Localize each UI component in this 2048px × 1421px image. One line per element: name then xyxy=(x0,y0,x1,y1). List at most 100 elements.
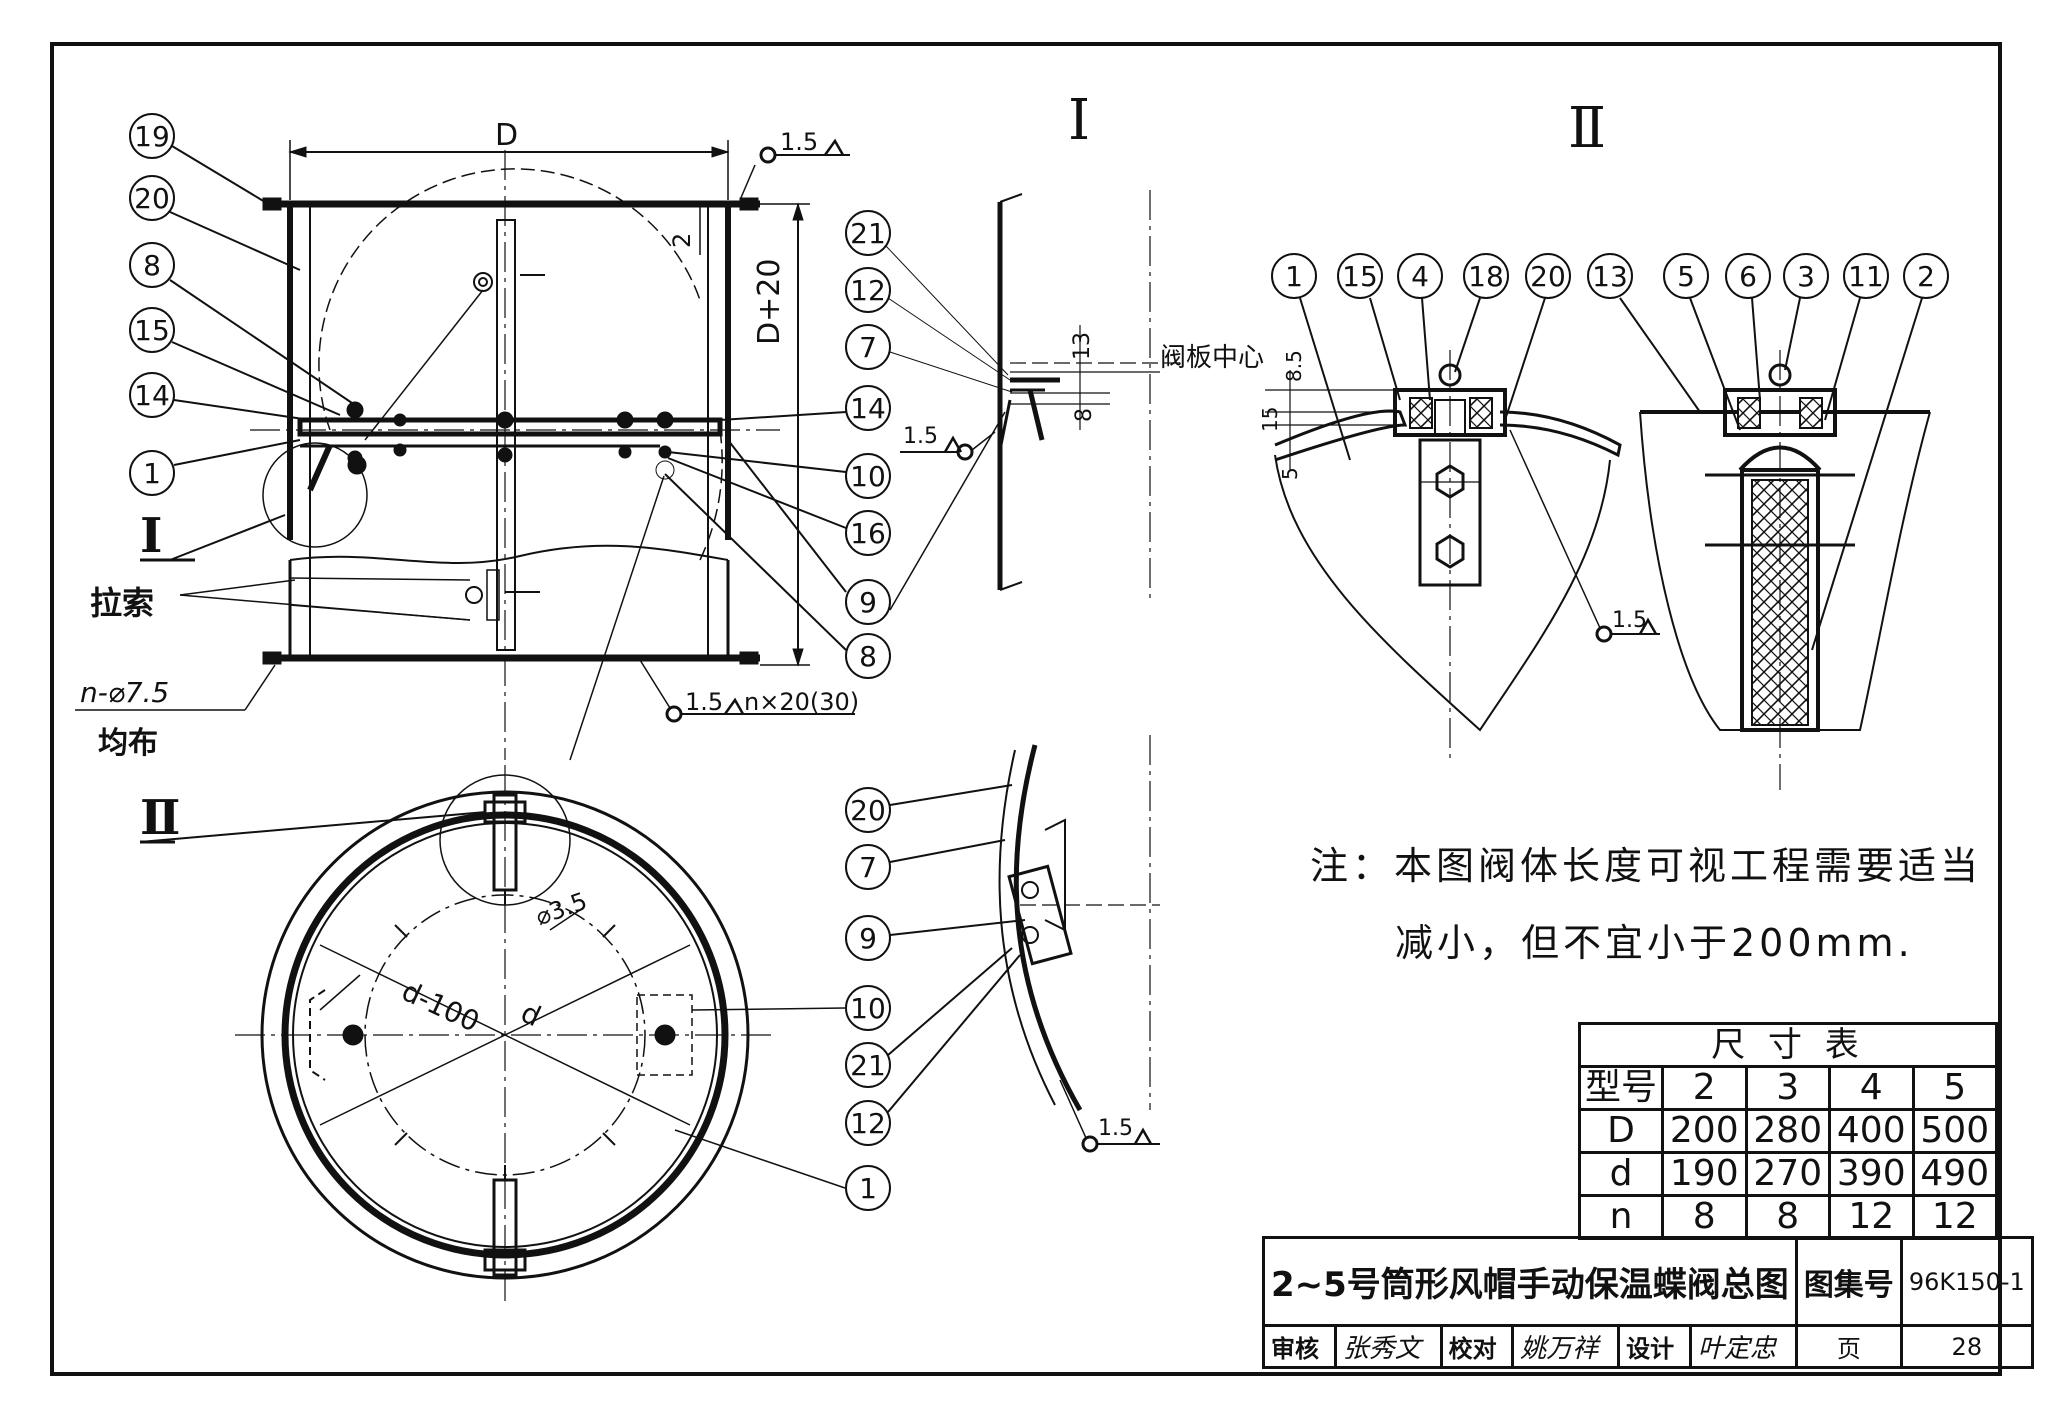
dim-8: 8 xyxy=(1072,408,1097,422)
balloon-15-top: 15 xyxy=(1342,260,1378,293)
checker-signature: 姚万祥 xyxy=(1511,1324,1621,1369)
table-cell: 390 xyxy=(1828,1151,1915,1197)
dim-8-5: 8.5 xyxy=(1282,350,1306,382)
dim-gap-2: 2 xyxy=(668,232,696,248)
balloons-left xyxy=(129,113,356,496)
plan-view xyxy=(139,765,891,1305)
note-line-1: 注：本图阀体长度可视工程需要适当 xyxy=(1310,844,1983,888)
table-cell: 500 xyxy=(1911,1108,1998,1154)
balloon-21-lower: 21 xyxy=(850,1049,886,1082)
table-cell: 8 xyxy=(1661,1194,1748,1240)
balloon-1: 1 xyxy=(143,457,161,490)
balloon-5-top: 5 xyxy=(1677,260,1695,293)
dim-D: D xyxy=(495,118,519,153)
balloon-14: 14 xyxy=(134,379,170,412)
weld-size-curved: 1.5 xyxy=(1098,1116,1133,1141)
balloon-16-right: 16 xyxy=(850,517,886,550)
size-table-title: 尺 寸 表 xyxy=(1578,1022,1998,1068)
weld-spec: n×20(30) xyxy=(744,688,860,716)
balloon-14-right: 14 xyxy=(850,392,886,425)
table-row: n 8 8 12 12 xyxy=(1578,1194,1998,1240)
drawing-title: 2~5号筒形风帽手动保温蝶阀总图 xyxy=(1262,1236,1798,1327)
table-cell: 5 xyxy=(1911,1065,1998,1111)
atlas-label: 图集号 xyxy=(1794,1236,1903,1327)
design-label: 设计 xyxy=(1617,1324,1692,1369)
size-table-header: 型号 2 3 4 5 xyxy=(1578,1065,1998,1111)
table-cell: 4 xyxy=(1828,1065,1915,1111)
table-cell: 型号 xyxy=(1578,1065,1664,1111)
table-cell: 490 xyxy=(1911,1151,1998,1197)
size-table: 尺 寸 表 型号 2 3 4 5 D 200 280 400 500 d 190… xyxy=(1578,1022,1998,1240)
balloon-19: 19 xyxy=(134,120,170,153)
table-cell: 400 xyxy=(1828,1108,1915,1154)
table-cell: 3 xyxy=(1744,1065,1831,1111)
balloon-10-right: 10 xyxy=(850,460,886,493)
balloon-20-lower: 20 xyxy=(850,794,886,827)
balloon-1-top: 1 xyxy=(1285,260,1303,293)
balloon-1-lower: 1 xyxy=(859,1172,877,1205)
weld-size-detail-II: 1.5 xyxy=(1612,608,1647,633)
table-row: D 200 280 400 500 xyxy=(1578,1108,1998,1154)
holes-spec: n-⌀7.5 xyxy=(80,676,170,709)
weld-size-bottom: 1.5 xyxy=(685,688,724,716)
balloon-15: 15 xyxy=(134,314,170,347)
designer-signature: 叶定忠 xyxy=(1688,1324,1798,1369)
valve-center-label: 阀板中心 xyxy=(1160,343,1265,373)
sheet-border xyxy=(50,42,2002,1376)
balloon-11-top: 11 xyxy=(1848,260,1884,293)
detail-II-drawing xyxy=(1265,253,1949,790)
balloon-20: 20 xyxy=(134,182,170,215)
dim-13: 13 xyxy=(1070,332,1095,360)
balloon-12-lower: 12 xyxy=(850,1107,886,1140)
table-cell: 200 xyxy=(1661,1108,1748,1154)
table-cell: 12 xyxy=(1911,1194,1998,1240)
balloon-8-right: 8 xyxy=(859,640,877,673)
weld-size-detail-I: 1.5 xyxy=(903,424,938,449)
balloon-20-top: 20 xyxy=(1530,260,1566,293)
balloon-9-right: 9 xyxy=(859,586,877,619)
curved-section-detail xyxy=(845,735,1160,1153)
table-row: d 190 270 390 490 xyxy=(1578,1151,1998,1197)
detail-I-drawing xyxy=(845,190,1180,611)
detail-callout-II: Ⅱ xyxy=(140,790,181,846)
dim-15: 15 xyxy=(1258,406,1282,432)
dim-D-plus-20: D+20 xyxy=(752,258,787,345)
weld-size-top: 1.5 xyxy=(780,128,819,156)
balloon-3-top: 3 xyxy=(1797,260,1815,293)
check-label: 校对 xyxy=(1439,1324,1515,1369)
balloon-12-detail-I: 12 xyxy=(850,274,886,307)
reviewer-signature: 张秀文 xyxy=(1333,1324,1443,1369)
page-label: 页 xyxy=(1794,1324,1903,1369)
dim-5: 5 xyxy=(1278,467,1302,480)
table-cell: 190 xyxy=(1661,1151,1748,1197)
review-label: 审核 xyxy=(1262,1324,1337,1369)
balloon-7-lower: 7 xyxy=(859,851,877,884)
table-cell: 2 xyxy=(1661,1065,1748,1111)
detail-callout-I: Ⅰ xyxy=(140,508,163,564)
balloon-4-top: 4 xyxy=(1411,260,1429,293)
view-label-II: Ⅱ xyxy=(1568,96,1607,161)
table-cell: n xyxy=(1578,1194,1664,1240)
balloon-13-top: 13 xyxy=(1592,260,1628,293)
pull-rope-label: 拉索 xyxy=(90,584,155,622)
balloon-10-lower: 10 xyxy=(850,992,886,1025)
table-cell: D xyxy=(1578,1108,1664,1154)
balloon-21-detail-I: 21 xyxy=(850,217,886,250)
note-line-2: 减小，但不宜小于200mm. xyxy=(1395,921,1914,965)
table-cell: 270 xyxy=(1744,1151,1831,1197)
table-cell: 280 xyxy=(1744,1108,1831,1154)
page-number: 28 xyxy=(1899,1324,2034,1369)
balloon-9-lower: 9 xyxy=(859,922,877,955)
main-elevation xyxy=(75,138,855,761)
balloon-2-top: 2 xyxy=(1917,260,1935,293)
balloon-8: 8 xyxy=(143,249,161,282)
balloon-18-top: 18 xyxy=(1468,260,1504,293)
title-block: 2~5号筒形风帽手动保温蝶阀总图 图集号 96K150-1 审核 张秀文 校对 … xyxy=(1262,1236,2034,1369)
view-label-I: Ⅰ xyxy=(1068,88,1091,153)
table-cell: d xyxy=(1578,1151,1664,1197)
balloon-6-top: 6 xyxy=(1739,260,1757,293)
holes-note: 均布 xyxy=(98,726,158,761)
table-cell: 8 xyxy=(1744,1194,1831,1240)
atlas-number: 96K150-1 xyxy=(1899,1236,2034,1327)
